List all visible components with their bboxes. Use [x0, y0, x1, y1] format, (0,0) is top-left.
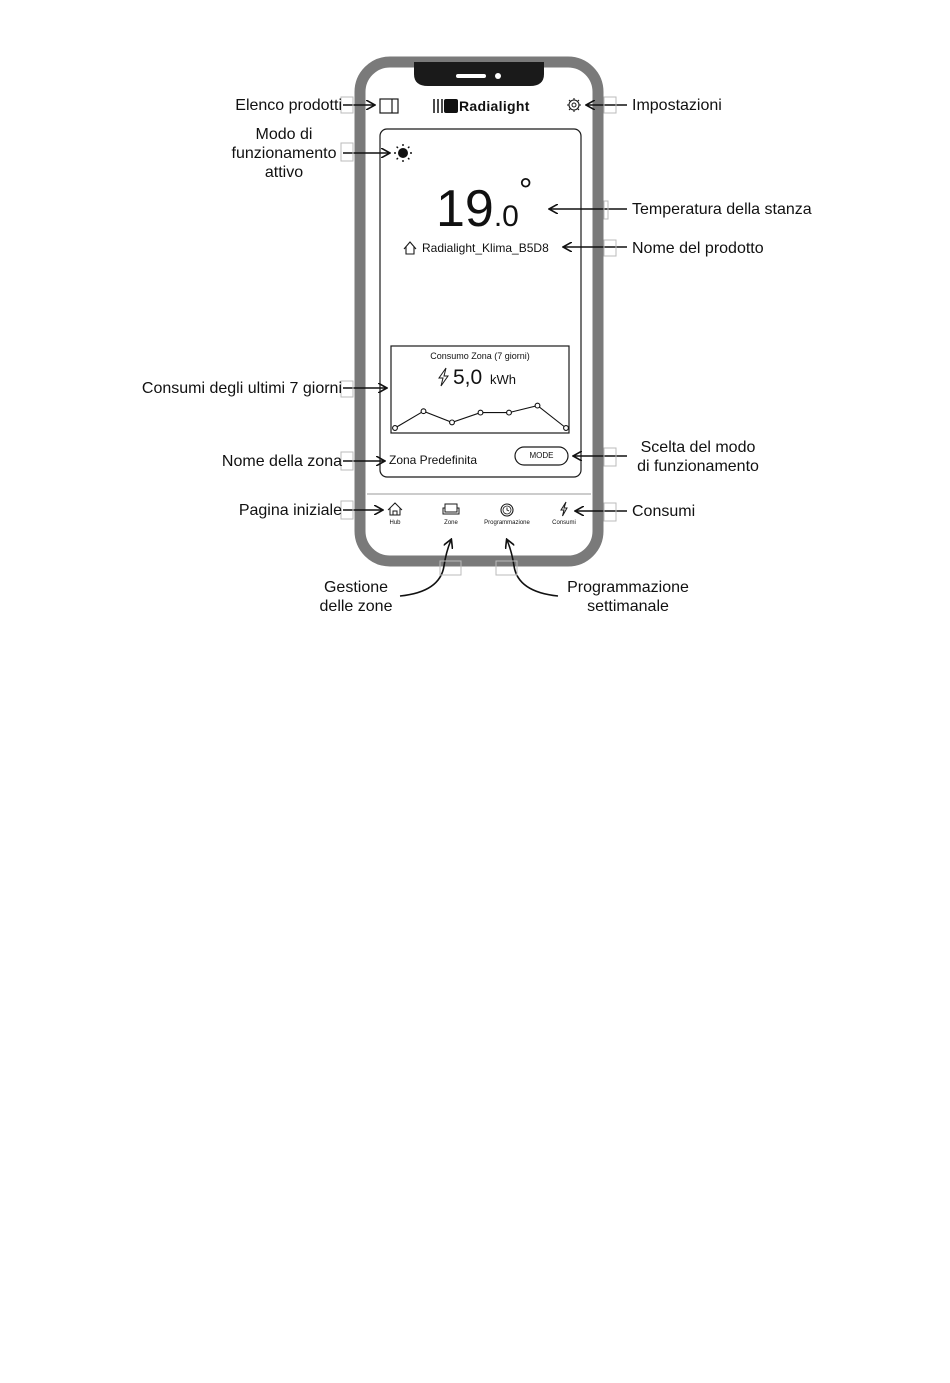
consumption-unit: kWh: [490, 372, 516, 387]
mode-button-outline: [514, 446, 569, 466]
consumption-point-5: [506, 409, 512, 416]
consumption-value: 5,0: [453, 366, 483, 389]
temperature-decimal: .0: [493, 200, 519, 233]
phone-frame: [354, 56, 604, 567]
arrow-weekly-schedule: [507, 540, 559, 597]
label-zone-management: Gestione delle zone: [306, 578, 406, 616]
label-active-mode-line2: funzionamento: [231, 145, 337, 162]
label-active-mode: Modo di funzionamento attivo: [221, 125, 347, 182]
nav-programmazione-label[interactable]: Programmazione: [484, 520, 530, 526]
consumption-point-3: [449, 419, 455, 426]
consumption-point-1: [392, 425, 398, 431]
label-mode-choice-line2: di funzionamento: [637, 458, 759, 475]
clock-icon: [500, 503, 514, 517]
label-settings: Impostazioni: [632, 97, 722, 114]
temperature-display: 19.0°: [436, 174, 532, 239]
lightning-icon-large: [438, 367, 449, 387]
consumption-series-line: [394, 405, 567, 429]
label-zone-management-line1: Gestione: [323, 579, 389, 596]
label-weekly-schedule: Programmazione settimanale: [556, 578, 700, 616]
label-consumption: Consumi: [632, 503, 696, 520]
label-weekly-schedule-line2: settimanale: [587, 598, 669, 615]
home-icon: [387, 502, 403, 516]
consumption-point-6: [534, 402, 541, 409]
nav-zone-label[interactable]: Zone: [444, 520, 458, 526]
front-camera: [495, 73, 501, 79]
label-active-mode-line1: Modo di: [255, 126, 313, 143]
speaker-slot: [456, 74, 486, 78]
mode-button[interactable]: MODE: [529, 451, 554, 460]
consumption-point-4: [477, 409, 484, 416]
nav-hub-label[interactable]: Hub: [389, 520, 401, 526]
label-active-mode-line3: attivo: [264, 164, 304, 181]
temperature-degree: °: [518, 172, 533, 210]
consumption-point-2: [420, 408, 427, 415]
product-name[interactable]: Radialight_Klima_B5D8: [422, 241, 549, 255]
label-mode-choice-line1: Scelta del modo: [640, 439, 756, 456]
consumption-title: Consumo Zona (7 giorni): [430, 351, 530, 361]
consumption-chart: [392, 402, 569, 431]
consumption-point-7: [563, 425, 569, 431]
label-home-page: Pagina iniziale: [238, 502, 342, 519]
gear-icon: [567, 98, 581, 112]
zone-name[interactable]: Zona Predefinita: [389, 453, 478, 467]
nav-consumi-label[interactable]: Consumi: [552, 520, 576, 526]
radialight-logo: [433, 99, 458, 113]
app-logo-text: Radialight: [459, 98, 530, 114]
label-weekly-schedule-line1: Programmazione: [567, 579, 689, 596]
arrow-zone-management: [399, 540, 451, 597]
temperature-integer: 19: [436, 180, 494, 238]
consumption-box: [390, 345, 570, 434]
label-zone-management-line2: delle zone: [319, 598, 393, 615]
label-zone-name: Nome della zona: [221, 453, 342, 470]
lightning-icon: [560, 501, 568, 517]
sun-icon: [394, 144, 412, 162]
label-last-7-days: Consumi degli ultimi 7 giorni: [141, 380, 342, 397]
label-product-list: Elenco prodotti: [235, 97, 342, 114]
sofa-icon: [442, 503, 460, 515]
screen-card: [379, 128, 582, 478]
house-icon: [403, 241, 417, 255]
product-list-icon: [379, 98, 399, 114]
label-mode-choice: Scelta del modo di funzionamento: [626, 438, 770, 476]
label-room-temperature: Temperatura della stanza: [632, 201, 812, 218]
label-product-name: Nome del prodotto: [632, 240, 764, 257]
